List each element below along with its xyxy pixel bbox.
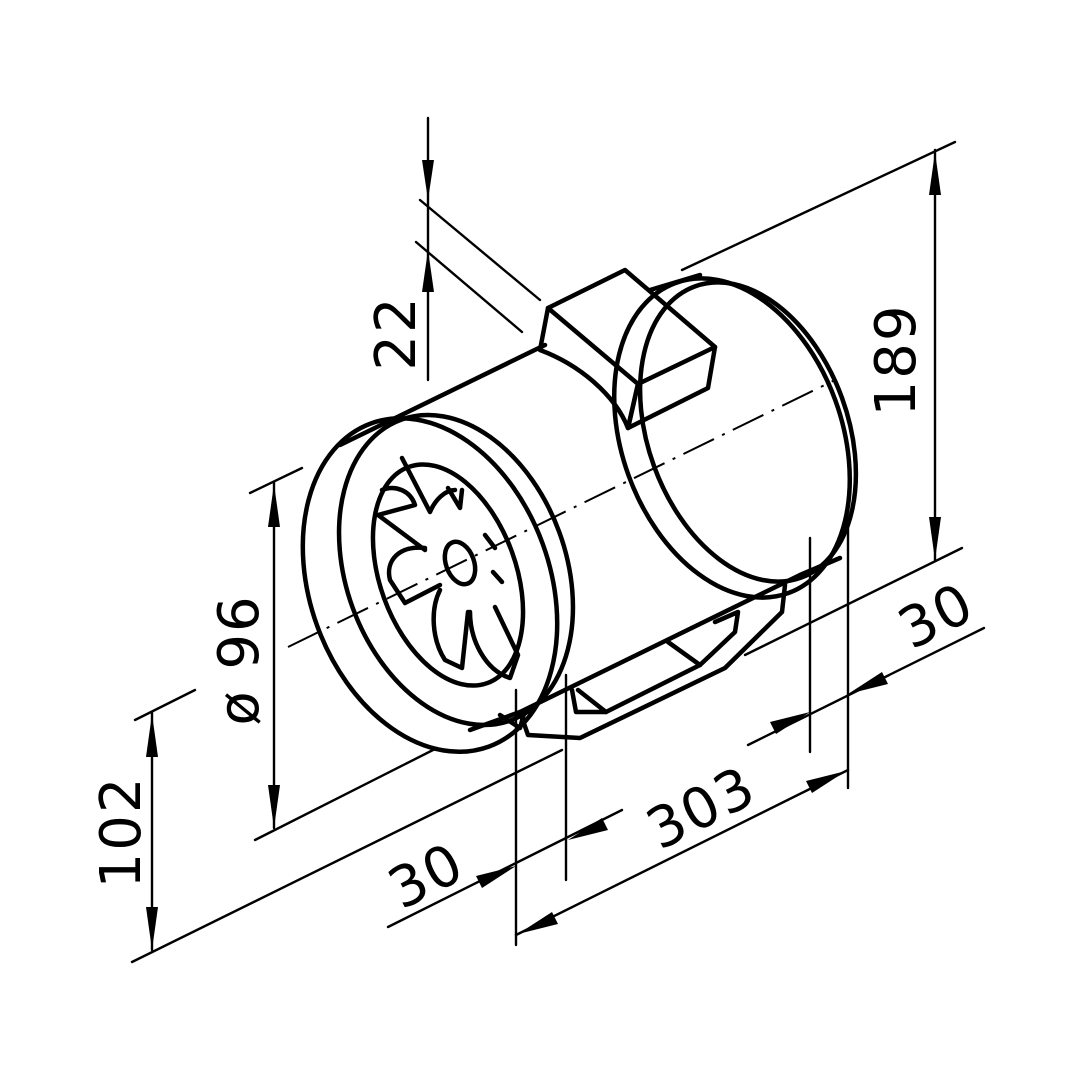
impeller-blade-2: [375, 485, 428, 553]
housing-rear-rim: [611, 276, 853, 600]
arrow-22-bottom: [422, 250, 434, 292]
housing-rear-rim-inner: [637, 280, 859, 584]
housing-bottom-line: [467, 555, 843, 733]
impeller-blade-3: [386, 545, 443, 606]
arrow-96-top: [268, 484, 280, 527]
foot-left: [497, 707, 528, 731]
dim-30-front-line: [386, 808, 624, 929]
arrow-30-rear-left: [770, 712, 810, 734]
arrow-189-top: [929, 152, 941, 195]
foot-main: [517, 582, 788, 741]
label-axis-height: 102: [89, 776, 154, 889]
arrow-30-front-right: [568, 818, 608, 840]
ext-96-top: [248, 466, 304, 495]
impeller: [370, 455, 526, 688]
label-flange-rear: 30: [888, 570, 985, 662]
arrow-30-front-left: [476, 866, 516, 888]
foot-front-tab: [569, 687, 609, 715]
arrow-303-left: [518, 912, 558, 934]
ext-22-bottom: [414, 240, 524, 334]
housing-top-line-rear: [647, 272, 703, 293]
fan-body: [300, 267, 859, 755]
ext-102-top: [133, 688, 197, 722]
arrow-30-rear-right: [848, 672, 888, 694]
housing-top-line: [337, 342, 548, 448]
dim-303-line: [514, 768, 850, 937]
label-overall-height: 189: [864, 304, 929, 417]
center-axis: [287, 379, 836, 648]
arrow-22-top: [422, 160, 434, 200]
terminal-box: [537, 267, 718, 431]
ext-96-bottom: [253, 746, 439, 842]
dimension-lines: [130, 116, 986, 964]
terminal-box-front: [537, 305, 641, 431]
ext-189-top: [680, 140, 957, 272]
impeller-hub: [442, 539, 478, 587]
arrow-303-right: [806, 771, 846, 793]
arrow-189-bottom: [929, 517, 941, 560]
ext-22-top: [418, 198, 542, 302]
label-terminal-box-height: 22: [364, 295, 429, 370]
impeller-blade-6: [482, 532, 505, 585]
label-diameter: ø 96: [207, 594, 272, 725]
ext-189-bottom: [743, 546, 964, 657]
terminal-box-side: [625, 344, 718, 431]
impeller-blade-5: [467, 604, 521, 681]
ext-102-bottom: [130, 748, 564, 964]
label-flange-front: 30: [378, 830, 475, 922]
arrow-102-bottom: [146, 907, 158, 950]
arrow-96-bottom: [268, 785, 280, 828]
impeller-blade-7: [445, 485, 465, 511]
dimension-labels: 22 189 ø 96 102 303 30 30: [88, 295, 985, 923]
arrow-102-top: [146, 714, 158, 757]
housing-front-rim: [300, 415, 560, 755]
foot-inner-edge-2: [697, 609, 741, 668]
mounting-feet: [497, 582, 788, 741]
label-overall-length: 303: [637, 754, 767, 863]
impeller-blade-4: [431, 587, 471, 671]
